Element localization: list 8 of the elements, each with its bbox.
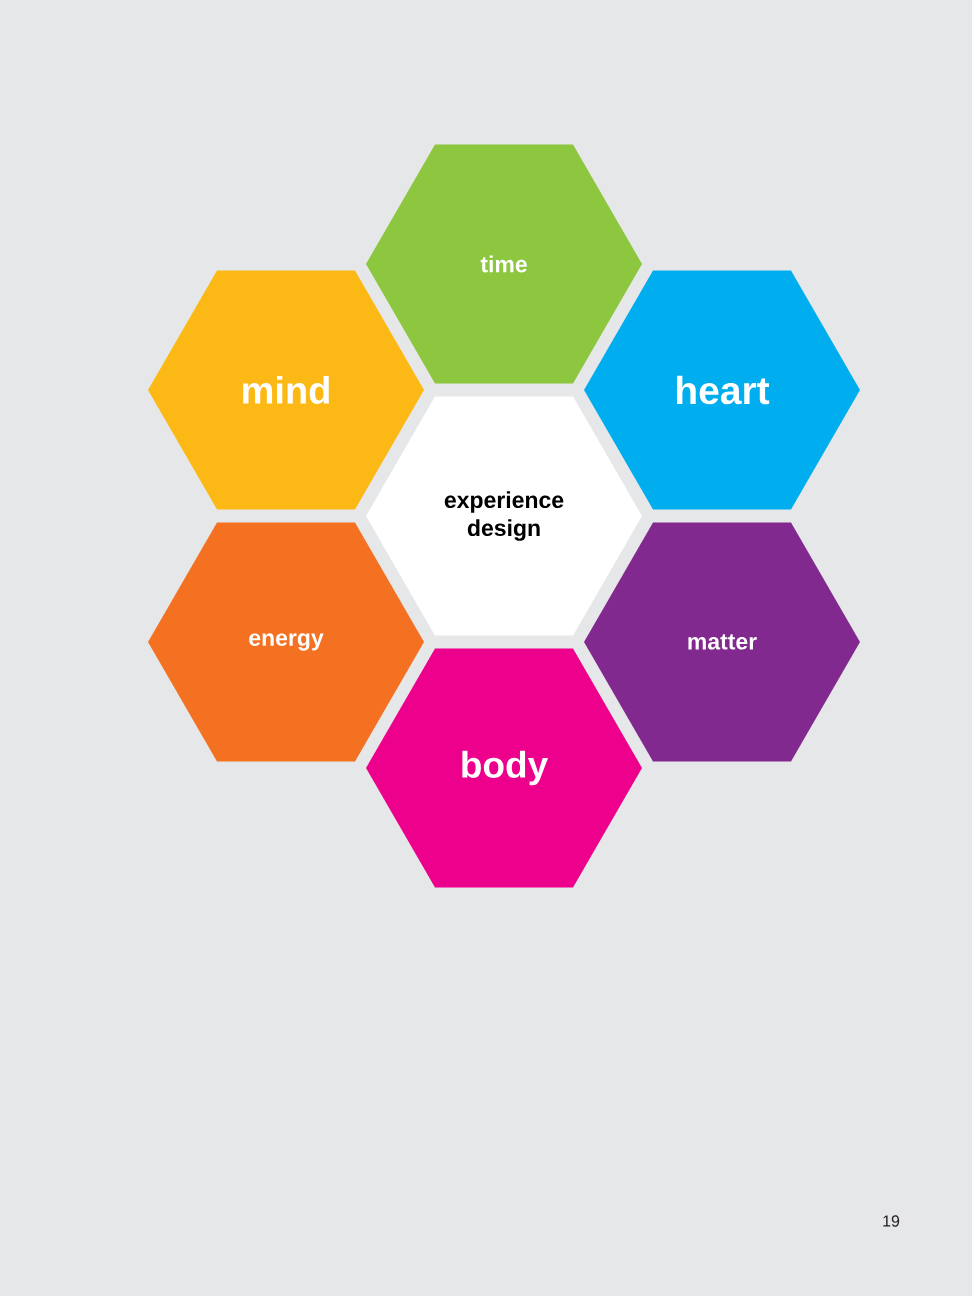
hexagon: heart [584,270,860,510]
hexagon: time [366,144,642,384]
page-number: 19 [883,1215,900,1227]
hexagon: body [366,648,642,888]
hexagon: matter [584,522,860,762]
hexagon: experience design [366,396,642,636]
hexagon: mind [148,270,424,510]
hexagon: energy [148,522,424,762]
